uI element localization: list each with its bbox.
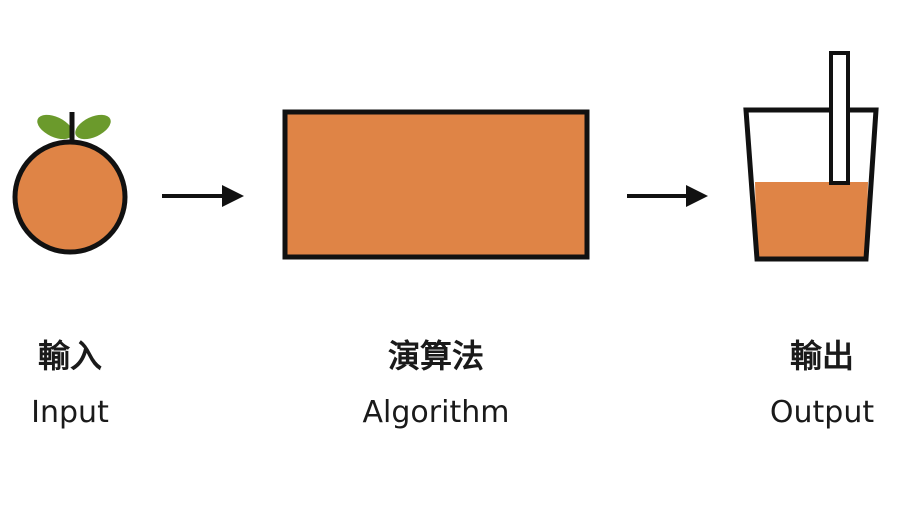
orange-left-leaf — [37, 114, 73, 140]
algorithm-box — [282, 109, 590, 260]
orange-right-leaf — [75, 114, 111, 140]
algorithm-label-zh: 演算法 — [387, 337, 484, 375]
input-label-en: Input — [31, 395, 109, 430]
output-label-en: Output — [769, 395, 875, 430]
juice-cup-icon — [743, 51, 879, 262]
orange-body — [12, 139, 128, 255]
right-arrow-icon — [162, 185, 244, 207]
right-arrow-icon — [627, 185, 708, 207]
straw-icon — [829, 51, 850, 185]
orange-fruit-icon — [12, 112, 128, 255]
output-label-zh: 輸出 — [789, 337, 854, 375]
input-label-zh: 輸入 — [37, 337, 102, 375]
juice-fill — [755, 182, 868, 259]
algorithm-label-en: Algorithm — [362, 395, 510, 430]
